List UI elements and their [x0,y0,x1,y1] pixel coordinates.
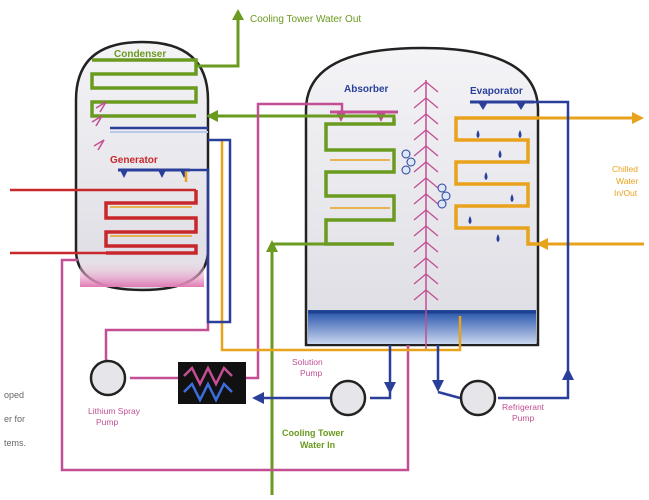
cooling-tower-outlet-arrow [232,9,244,20]
refrigerant-up-arrow [562,368,574,380]
cooling-water-link-arrow [206,110,218,122]
generator-solution-pool [80,255,204,287]
label-lithium-pump-1: Lithium Spray [88,406,141,416]
absorber-pool [308,310,536,344]
label-evaporator: Evaporator [470,86,523,97]
label-refrigerant-pump-1: Refrigerant [502,402,545,412]
label-lithium-pump-2: Pump [96,417,118,427]
refrigerant-return-pipe [436,100,570,400]
evaporator-nozzle-2 [516,102,526,110]
side-text-3: tems. [4,438,26,448]
label-absorber: Absorber [344,84,389,95]
evaporator-nozzle-1 [478,102,488,110]
label-cooling-in-2: Water In [300,440,335,450]
solution-to-exchanger-pipe [370,345,392,400]
refrigerant-droplets [468,130,522,242]
solution-pump [329,379,367,417]
solution-pump-down-arrow [384,382,396,394]
lithium-loop-outer [60,258,410,472]
spray-nozzle-2 [158,170,166,178]
label-cooling-in-1: Cooling Tower [282,428,344,438]
vapor-squiggle-3 [95,101,107,113]
label-generator: Generator [110,155,158,166]
label-chilled-3: In/Out [614,188,638,198]
generator-coil [104,190,198,255]
label-chilled-1: Chilled [612,164,638,174]
solution-pump-arrow [252,392,264,404]
heat-exchanger-cold-coil [183,381,233,403]
refrigerant-feed-pipe [437,390,461,400]
cooling-tower-inlet-arrow [266,240,278,252]
refrigerant-down-arrow [432,380,444,392]
side-text-2: er for [4,414,25,424]
vapor-bubbles [401,149,451,209]
vapor-squiggle-1 [91,115,103,127]
label-cooling-tower-out: Cooling Tower Water Out [250,14,361,25]
vapor-squiggle-2 [93,139,105,151]
label-solution-pump-2: Pump [300,368,322,378]
weak-solution-pipe [220,140,462,352]
refrigerant-pump [459,379,497,417]
side-text-1: oped [4,390,24,400]
chilled-water-in-arrow [536,238,548,250]
label-condenser: Condenser [114,49,166,60]
chilled-water-out-arrow [632,112,644,124]
cooling-water-link-pipe [208,114,396,118]
label-solution-pump-1: Solution [292,357,323,367]
absorber-coil [324,118,396,246]
refrigerant-condensate-pipe [118,138,232,324]
lithium-spray-pump [89,359,127,397]
evaporator-coil [454,116,538,246]
label-chilled-2: Water [616,176,639,186]
label-refrigerant-pump-2: Pump [512,413,534,423]
generator-coil-inner [110,206,192,237]
cooling-tower-outlet-pipe [196,14,240,68]
heat-exchanger-hot-coil [183,365,233,387]
heat-exchanger [178,362,246,404]
spray-nozzle-1 [120,170,128,178]
absorber-coil-inner [330,159,390,209]
